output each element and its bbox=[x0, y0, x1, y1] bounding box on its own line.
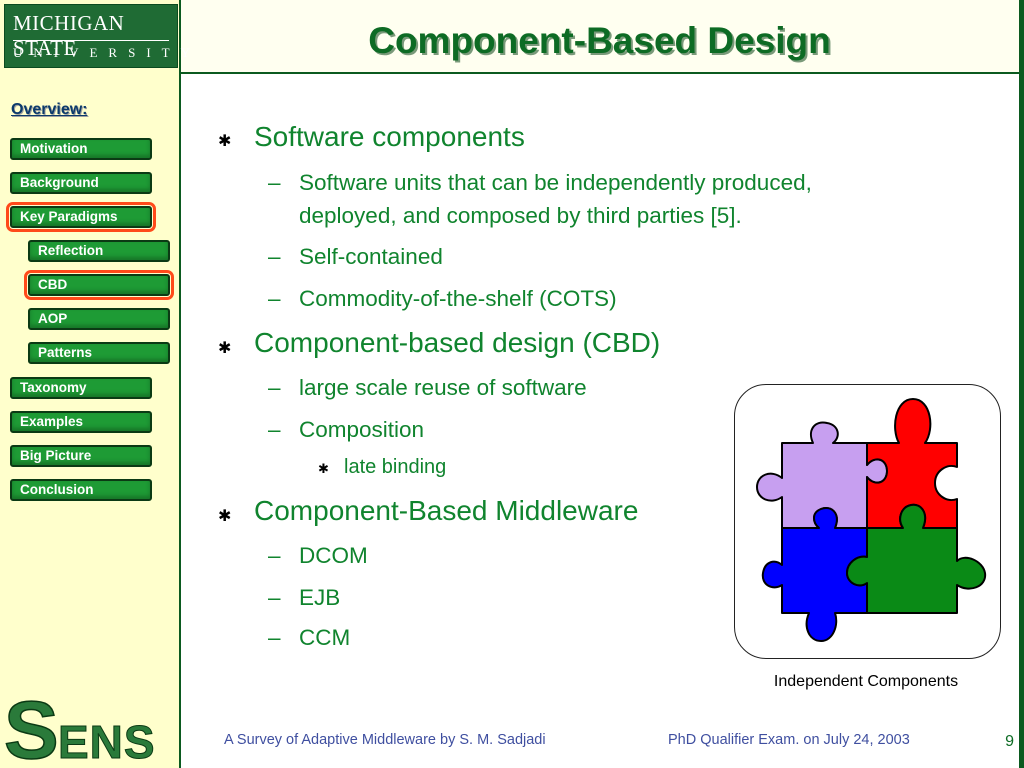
nav-reflection[interactable]: Reflection bbox=[28, 240, 170, 262]
nav-conclusion[interactable]: Conclusion bbox=[10, 479, 152, 501]
right-border bbox=[1019, 0, 1024, 768]
slide-title: Component-Based Design bbox=[368, 20, 831, 61]
bullet-star-icon: ✱ bbox=[218, 340, 232, 357]
sub-bullet-self-contained: Self-contained bbox=[299, 244, 443, 269]
puzzle-piece-green bbox=[846, 503, 987, 614]
nav-background[interactable]: Background bbox=[10, 172, 152, 194]
sub-bullet-cots: Commodity-of-the-shelf (COTS) bbox=[299, 286, 617, 311]
msu-logo: MICHIGAN STATE UNIVERSITY bbox=[4, 4, 201, 68]
dash: – bbox=[268, 244, 281, 269]
dash: – bbox=[268, 286, 281, 311]
dash: – bbox=[268, 625, 281, 650]
footer-event: PhD Qualifier Exam. on July 24, 2003 bbox=[668, 732, 910, 748]
sub-bullet-software-units-1: Software units that can be independently… bbox=[299, 170, 812, 195]
bullet-middleware: Component-Based Middleware bbox=[254, 495, 639, 526]
dash: – bbox=[268, 170, 281, 195]
svg-text:S: S bbox=[4, 685, 59, 766]
sub-sub-bullet-late-binding: late binding bbox=[344, 456, 447, 478]
sub-bullet-composition: Composition bbox=[299, 417, 425, 442]
nav-examples[interactable]: Examples bbox=[10, 411, 152, 433]
nav-big-picture[interactable]: Big Picture bbox=[10, 445, 152, 467]
bullet-star-icon: ✱ bbox=[218, 508, 232, 525]
svg-text:ENS: ENS bbox=[58, 716, 156, 766]
puzzle-icon bbox=[756, 398, 987, 642]
sidebar-heading: Overview: bbox=[11, 101, 88, 118]
nav-patterns[interactable]: Patterns bbox=[28, 342, 170, 364]
dash: – bbox=[268, 543, 281, 568]
nav-key-paradigms[interactable]: Key Paradigms bbox=[6, 202, 156, 232]
sub-bullet-reuse: large scale reuse of software bbox=[299, 375, 587, 400]
logo-line2: UNIVERSITY bbox=[13, 45, 201, 60]
dash: – bbox=[268, 375, 281, 400]
nav-motivation[interactable]: Motivation bbox=[10, 138, 152, 160]
nav-taxonomy[interactable]: Taxonomy bbox=[10, 377, 152, 399]
puzzle-figure bbox=[734, 384, 1001, 659]
nav-cbd[interactable]: CBD bbox=[24, 270, 174, 300]
bullet-cbd: Component-based design (CBD) bbox=[254, 327, 661, 358]
sub-bullet-dcom: DCOM bbox=[299, 543, 368, 568]
figure-caption: Independent Components bbox=[773, 673, 959, 690]
page-number: 9 bbox=[1005, 733, 1014, 750]
logo-rule bbox=[13, 40, 169, 41]
dash: – bbox=[268, 417, 281, 442]
dash: – bbox=[268, 585, 281, 610]
puzzle-piece-red bbox=[866, 398, 958, 529]
footer-title: A Survey of Adaptive Middleware by S. M.… bbox=[224, 732, 546, 748]
nav-aop[interactable]: AOP bbox=[28, 308, 170, 330]
sens-logo-icon: S ENS bbox=[3, 684, 156, 766]
sub-bullet-software-units-2: deployed, and composed by third parties … bbox=[299, 203, 742, 228]
bullet-star-small-icon: ✱ bbox=[318, 461, 329, 476]
bullet-software-components: Software components bbox=[254, 121, 525, 152]
sub-bullet-ccm: CCM bbox=[299, 625, 351, 650]
sub-bullet-ejb: EJB bbox=[299, 585, 341, 610]
bullet-star-icon: ✱ bbox=[218, 133, 232, 150]
